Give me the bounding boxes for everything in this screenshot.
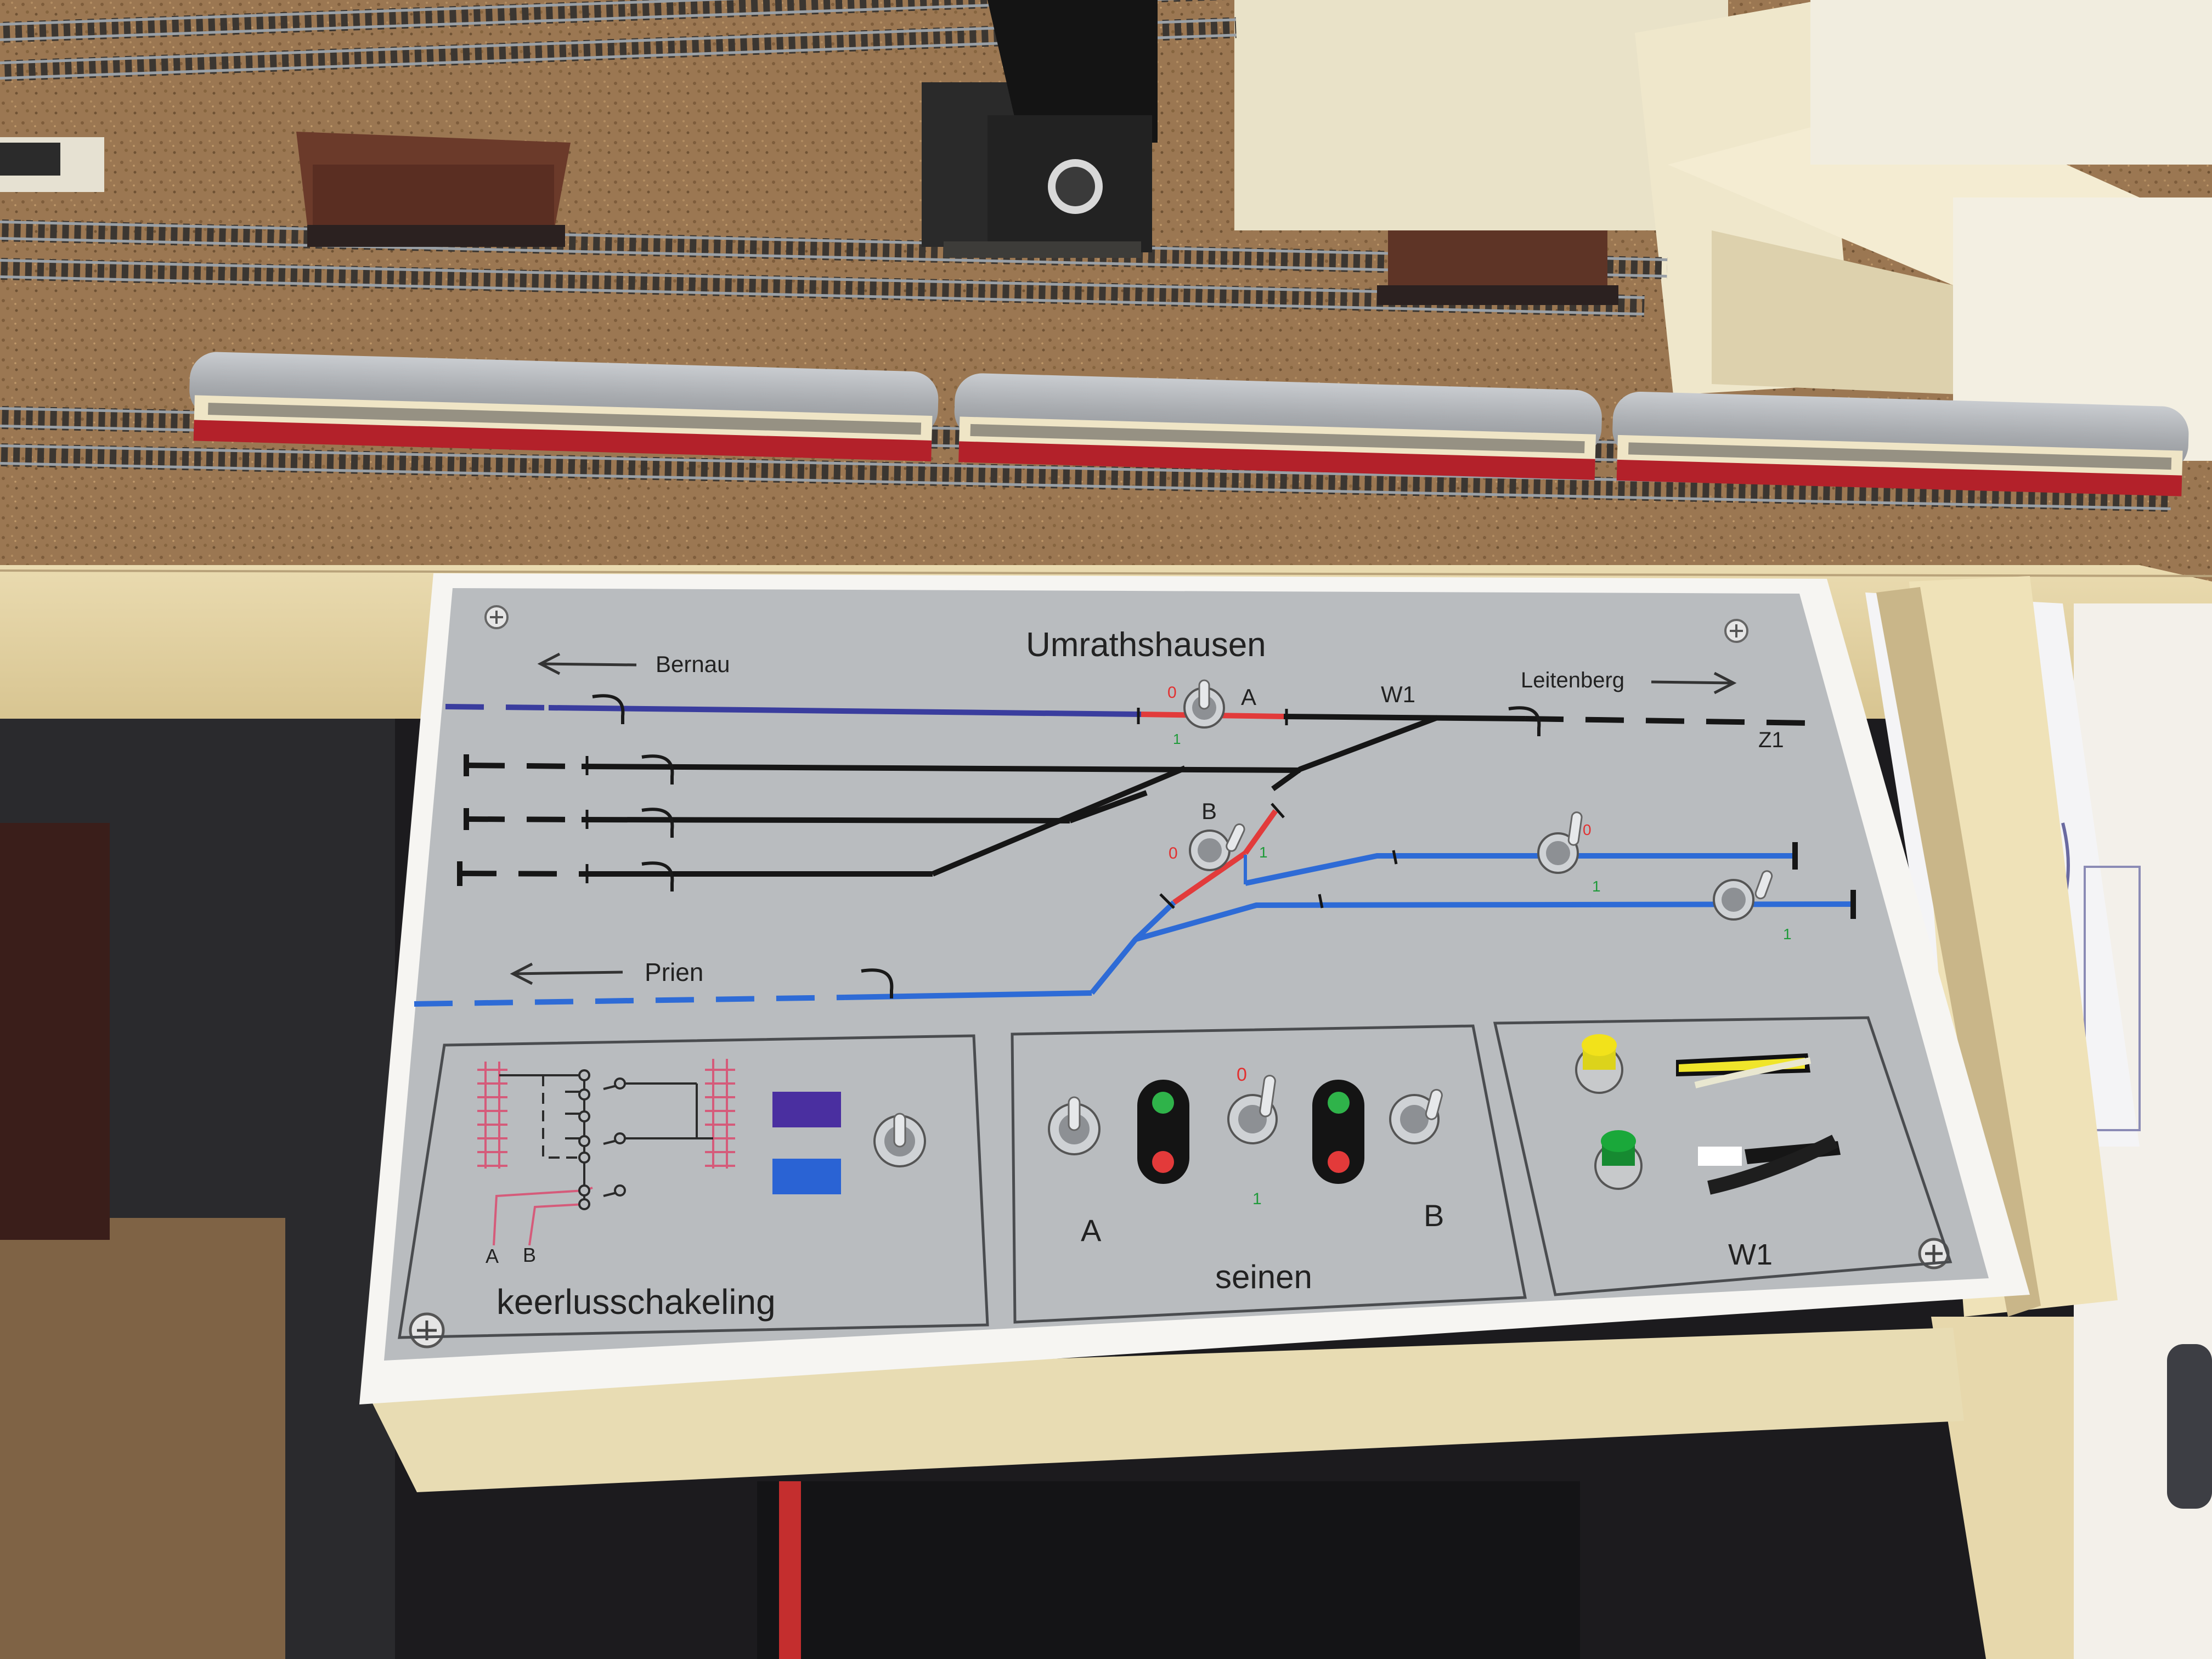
- toggle-switch-signal-b[interactable]: [1389, 1088, 1443, 1144]
- screw-icons: [409, 605, 1950, 1348]
- reverse-loop-diagram: [477, 1059, 735, 1246]
- freight-wagons: [0, 132, 1618, 305]
- turnout-title: W1: [1728, 1238, 1773, 1271]
- state-label-a-on: 1: [1173, 731, 1181, 747]
- signal-lamp-b-icon: [1312, 1080, 1364, 1184]
- signals-state-off: 0: [1237, 1064, 1247, 1085]
- swatch-purple: [772, 1092, 841, 1127]
- toggle-switch-signal-a[interactable]: [1048, 1096, 1101, 1155]
- toggle-switch-signals-main[interactable]: [1227, 1075, 1278, 1144]
- signals-state-on: 1: [1252, 1190, 1262, 1208]
- toggle-switch-a[interactable]: [1183, 679, 1225, 729]
- signal-label-b: B: [1201, 798, 1217, 824]
- reverse-loop-label-a: A: [486, 1245, 499, 1267]
- signals-title: seinen: [1215, 1259, 1312, 1295]
- toggle-switch-b[interactable]: [1189, 822, 1246, 871]
- signal-label-a: A: [1241, 684, 1256, 710]
- destination-bernau: Bernau: [656, 651, 730, 677]
- turnout-indicator-straight-icon: [1676, 1053, 1812, 1088]
- state-label-b-on: 1: [1259, 844, 1268, 861]
- signals-label-a: A: [1081, 1213, 1102, 1248]
- state-label-b-off: 0: [1169, 844, 1178, 862]
- destination-prien: Prien: [645, 958, 703, 986]
- panel-title: Umrathshausen: [1026, 626, 1266, 664]
- state-label-a-off: 0: [1167, 684, 1177, 702]
- swatch-blue: [772, 1159, 841, 1194]
- state-label-upper-off: 0: [1583, 821, 1592, 838]
- reverse-loop-label-b: B: [523, 1244, 536, 1266]
- state-label-lower-on: 1: [1783, 926, 1792, 943]
- reverse-loop-title: keerlusschakeling: [496, 1282, 776, 1322]
- toggle-switch-reverse-loop[interactable]: [873, 1113, 926, 1167]
- section-frames: [398, 1016, 1953, 1339]
- signal-lamp-a-icon: [1137, 1080, 1189, 1184]
- track-diagram: [414, 694, 1856, 1007]
- signals-label-b: B: [1424, 1198, 1444, 1233]
- toggle-switch-track-upper[interactable]: [1537, 811, 1583, 874]
- destination-leitenberg: Leitenberg: [1521, 668, 1624, 692]
- push-button-green[interactable]: [1594, 1130, 1643, 1190]
- building-blocks: [1234, 0, 2212, 461]
- push-button-yellow[interactable]: [1575, 1034, 1623, 1094]
- direction-arrows: [510, 652, 1737, 985]
- turnout-indicator-diverging-icon: [1698, 1135, 1841, 1195]
- track-label-z1: Z1: [1758, 728, 1784, 752]
- junction-label-w1: W1: [1381, 681, 1415, 707]
- signal-hut: [922, 0, 1158, 258]
- model-train-coaches: [189, 352, 2189, 496]
- toggle-switch-track-lower[interactable]: [1713, 870, 1773, 921]
- state-label-upper-on: 1: [1592, 878, 1601, 895]
